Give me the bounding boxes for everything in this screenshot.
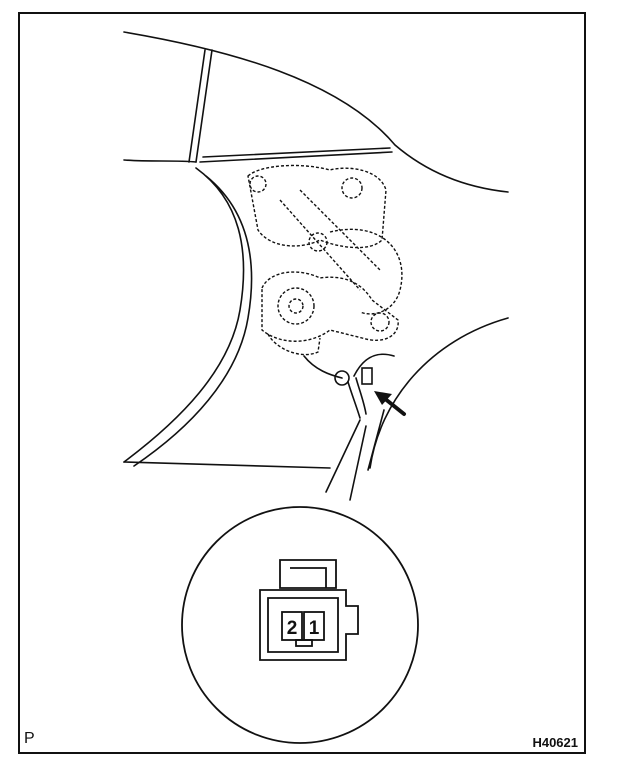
door-edge [123, 167, 253, 467]
motor-housing [277, 287, 315, 325]
wire-connector [347, 353, 395, 419]
pointer-arrow [374, 391, 406, 416]
corner-letter: P [24, 730, 35, 747]
connector-latch [279, 559, 337, 589]
wire-harness [303, 355, 343, 379]
regulator-pulley-top-left [249, 175, 267, 193]
magnifier-circle [181, 506, 419, 744]
pin-label-2: 2 [287, 618, 298, 639]
door-bottom [123, 461, 331, 469]
regulator-lower-panel [261, 271, 399, 342]
body-line [123, 159, 197, 163]
regulator-pulley-top-right [341, 177, 363, 199]
clip-ring [334, 370, 350, 386]
belt-line [199, 147, 393, 163]
leader-line-right [349, 425, 367, 501]
pin-cavity-1 [303, 611, 325, 641]
window-regulator [247, 164, 403, 356]
wheel-arch [367, 317, 509, 471]
leader-line-left [325, 419, 361, 493]
pin-label-1: 1 [309, 618, 320, 639]
door-pillar [188, 49, 213, 163]
pin-cavity-2 [281, 611, 303, 641]
regulator-pulley-lower-right [370, 312, 390, 332]
motor-hub [288, 298, 304, 314]
connector-face [259, 559, 359, 661]
regulator-upper-panel [247, 164, 387, 249]
connector-key [295, 639, 313, 647]
connector-inner-shell [267, 597, 339, 653]
regulator-pulley-mid [308, 232, 328, 252]
connector-plug [361, 367, 373, 385]
motor-body [267, 333, 321, 356]
connector-outer-shell [259, 589, 359, 661]
figure-id: H40621 [532, 735, 578, 750]
roof-line [123, 31, 509, 193]
regulator-rail [279, 189, 403, 315]
